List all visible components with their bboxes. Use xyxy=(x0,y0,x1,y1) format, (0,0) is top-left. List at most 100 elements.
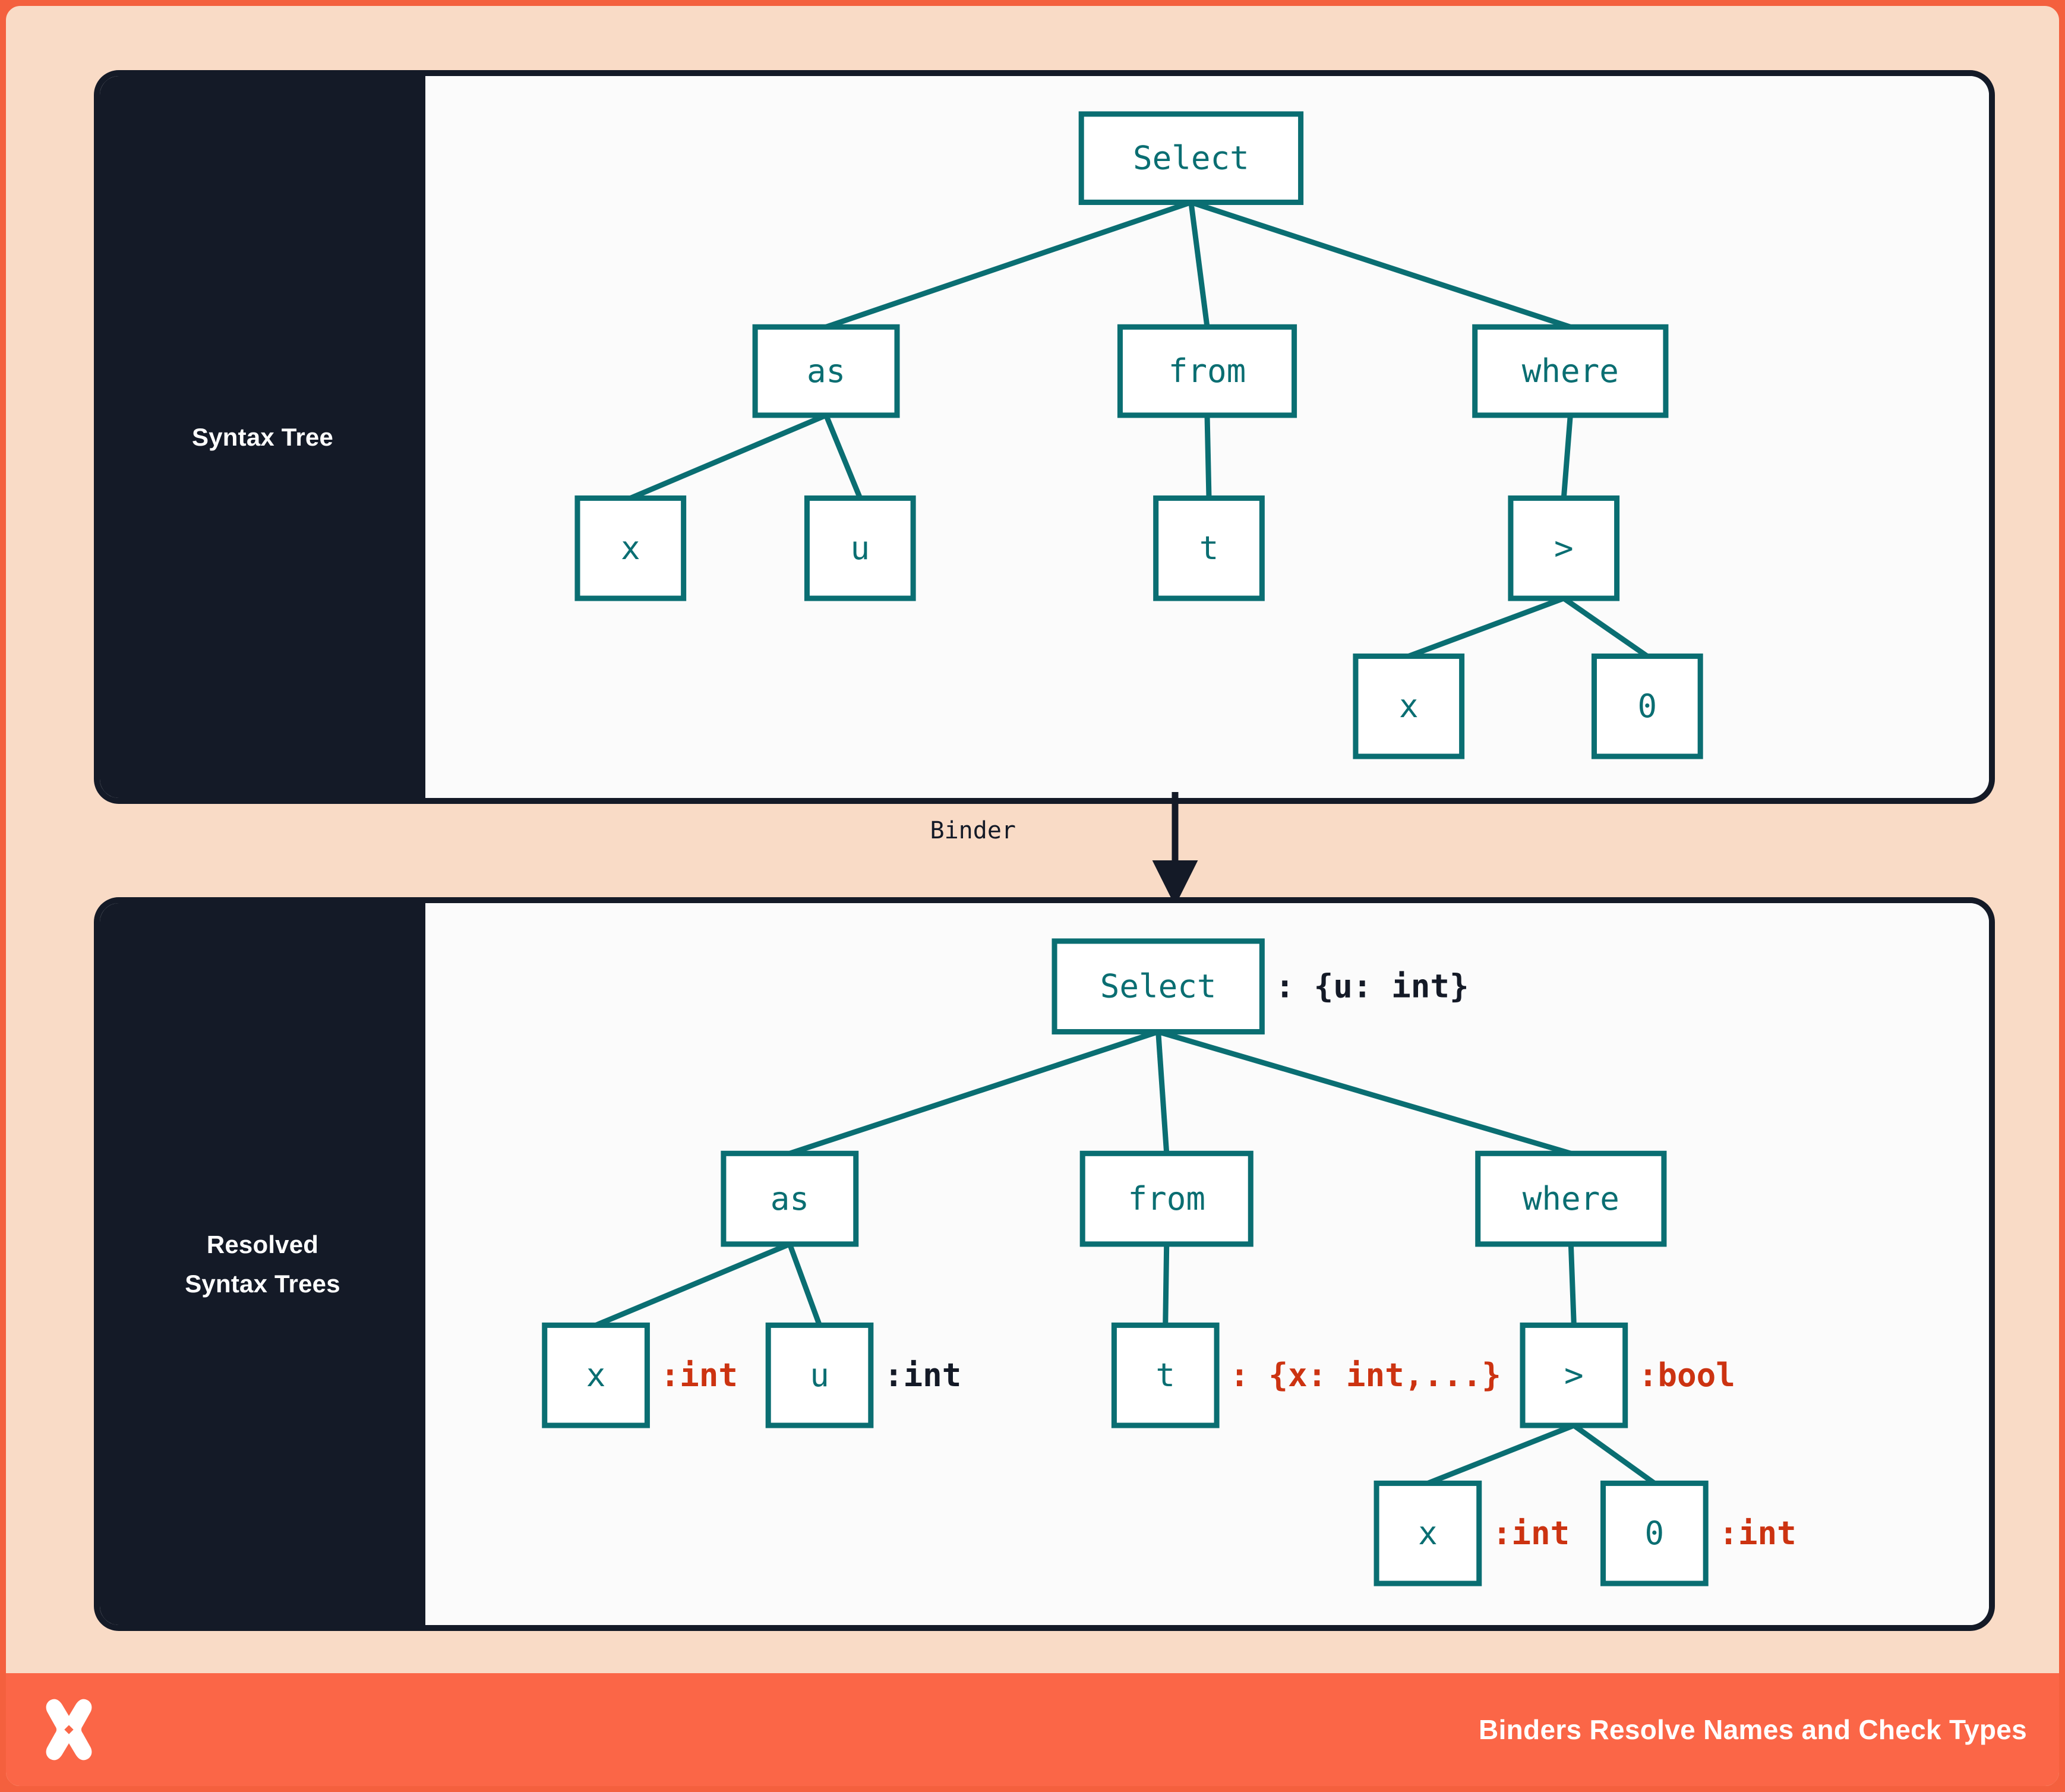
tree-node-label: > xyxy=(1564,1356,1584,1394)
tree-edge xyxy=(787,1243,822,1326)
tree-node-label: Select xyxy=(1100,968,1217,1005)
tree-node[interactable]: as xyxy=(752,324,900,418)
tree-node-label: 0 xyxy=(1645,1515,1665,1552)
syntax-tree-card: Syntax Tree Select as from where x u t > x 0 xyxy=(94,70,1995,804)
tree-node-label: u xyxy=(810,1356,829,1394)
tree-edge xyxy=(1163,1244,1170,1326)
tree-node-box[interactable] xyxy=(542,1322,650,1428)
tree-node-label: from xyxy=(1169,352,1246,390)
tree-node[interactable]: from xyxy=(1079,1150,1253,1247)
tree-node-label: as xyxy=(771,1180,809,1217)
tree-node-type-annotation: :int xyxy=(661,1356,738,1394)
tree-node-box[interactable] xyxy=(1117,324,1297,418)
tree-node-type-annotation: :bool xyxy=(1638,1356,1735,1394)
tree-edge xyxy=(1561,415,1573,499)
sidebar-title-top: Syntax Tree xyxy=(192,422,333,451)
tree-node[interactable]: where xyxy=(1475,1150,1667,1247)
tree-edge xyxy=(595,1241,791,1328)
footer-title: Binders Resolve Names and Check Types xyxy=(1479,1714,2027,1745)
tree-edge xyxy=(825,200,1192,330)
tree-node[interactable]: from xyxy=(1117,324,1297,418)
tree-node-box[interactable] xyxy=(1475,1150,1667,1247)
tree-edge xyxy=(1204,415,1212,499)
tree-node-box[interactable] xyxy=(721,1150,859,1247)
tree-edges xyxy=(629,200,1649,659)
tree-node-label: as xyxy=(807,352,845,390)
tree-edge xyxy=(1568,1244,1577,1326)
tree-node[interactable]: u xyxy=(804,495,916,601)
tree-edge xyxy=(788,1029,1160,1156)
tree-node-label: x xyxy=(621,529,640,567)
tree-edge xyxy=(629,412,828,501)
tree-node[interactable]: x xyxy=(1353,653,1465,759)
resolved-syntax-tree-svg: Select : {u: int} as from where x :int u :int t : … xyxy=(542,938,1796,1586)
tree-node[interactable]: x :int xyxy=(542,1322,738,1428)
tree-node-box[interactable] xyxy=(1472,324,1669,418)
tree-node[interactable]: t xyxy=(1153,495,1265,601)
syntax-tree-svg: Select as from where x u t > x 0 xyxy=(574,111,1703,759)
tree-node-label: x xyxy=(1399,687,1419,725)
tree-node-label: where xyxy=(1523,1180,1619,1217)
tree-node-box[interactable] xyxy=(1079,1150,1253,1247)
sidebar-label-syntax-tree: Syntax Tree xyxy=(100,76,425,798)
tree-node-box[interactable] xyxy=(1052,938,1265,1035)
tree-node-box[interactable] xyxy=(1078,111,1304,206)
tree-node-label: > xyxy=(1554,529,1574,567)
tree-node-box[interactable] xyxy=(1520,1322,1628,1428)
binder-arrow-svg xyxy=(1152,792,1198,897)
tree-node-box[interactable] xyxy=(1111,1322,1220,1428)
tree-edge xyxy=(823,414,863,500)
tree-node-type-annotation: : {u: int} xyxy=(1275,968,1469,1005)
footer-bar: Binders Resolve Names and Check Types xyxy=(6,1673,2059,1786)
tree-node[interactable]: x xyxy=(574,495,687,601)
tree-node-box[interactable] xyxy=(1591,653,1703,759)
tree-node-box[interactable] xyxy=(1508,495,1620,601)
binder-arrow xyxy=(94,792,1983,897)
tree-node-label: x xyxy=(586,1356,606,1394)
tree-node-box[interactable] xyxy=(1373,1480,1482,1586)
tree-node-type-annotation: : {x: int,...} xyxy=(1230,1356,1501,1394)
tree-node[interactable]: t : {x: int,...} xyxy=(1111,1322,1501,1428)
tree-node[interactable]: 0 xyxy=(1591,653,1703,759)
tree-node-box[interactable] xyxy=(1153,495,1265,601)
tree-node-label: t xyxy=(1155,1356,1175,1394)
tree-edge xyxy=(1155,1031,1170,1154)
tree-node[interactable]: Select : {u: int} xyxy=(1052,938,1469,1035)
x-star-logo-icon xyxy=(46,1699,92,1761)
tree-node[interactable]: > xyxy=(1508,495,1620,601)
tree-node-label: from xyxy=(1128,1180,1205,1217)
tree-node[interactable]: Select xyxy=(1078,111,1304,206)
tree-edge xyxy=(1188,201,1210,327)
tree-node[interactable]: > :bool xyxy=(1520,1322,1735,1428)
tree-node-label: u xyxy=(850,529,870,567)
tree-edge xyxy=(1562,596,1649,659)
tree-node[interactable]: x :int xyxy=(1373,1480,1570,1586)
tree-edge xyxy=(1190,200,1571,330)
tree-node-box[interactable] xyxy=(574,495,687,601)
tree-node-label: x xyxy=(1418,1515,1438,1552)
tree-node[interactable]: where xyxy=(1472,324,1669,418)
tree-edge xyxy=(1157,1029,1572,1156)
tree-node[interactable]: 0 :int xyxy=(1600,1480,1796,1586)
tree-node-label: 0 xyxy=(1638,687,1657,725)
tree-node-box[interactable] xyxy=(765,1322,874,1428)
tree-node-box[interactable] xyxy=(1353,653,1465,759)
tree-node-type-annotation: :int xyxy=(1719,1515,1796,1552)
tree-edge xyxy=(1407,595,1565,659)
tree-node[interactable]: u :int xyxy=(765,1322,962,1428)
tree-node-box[interactable] xyxy=(752,324,900,418)
tree-node-box[interactable] xyxy=(1600,1480,1709,1586)
tree-node-box[interactable] xyxy=(804,495,916,601)
tree-node-label: t xyxy=(1199,529,1219,567)
tree-node-type-annotation: :int xyxy=(1492,1515,1570,1552)
tree-node[interactable]: as xyxy=(721,1150,859,1247)
tree-node-type-annotation: :int xyxy=(884,1356,962,1394)
tree-edge xyxy=(1572,1423,1656,1486)
tree-node-label: where xyxy=(1522,352,1619,390)
syntax-tree-canvas: Select as from where x u t > x 0 xyxy=(425,76,1989,798)
tree-edge xyxy=(1426,1422,1575,1486)
tree-edges xyxy=(595,1029,1656,1486)
